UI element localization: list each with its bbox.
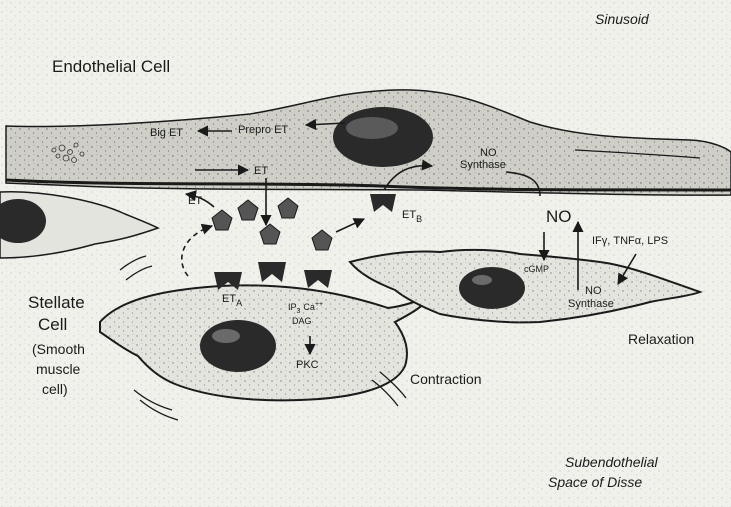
prepro-et-label: Prepro ET [238,124,288,136]
stellate-cell-label-line1: Stellate [28,293,85,312]
stellate-cell-label-line3: (Smooth [32,341,85,357]
no-synthase-endothelial-line2: Synthase [460,159,506,171]
stellate-nucleus [200,320,276,372]
no-synthase-stellate-line2: Synthase [568,298,614,310]
relaxation-nucleus [459,267,525,309]
contraction-label: Contraction [410,371,482,387]
stellate-cell-label-line4: muscle [36,361,81,377]
subendothelial-label-line1: Subendothelial [565,454,659,470]
sinusoid-label: Sinusoid [595,11,650,27]
big-et-label: Big ET [150,127,183,139]
cgmp-label: cGMP [524,264,549,274]
et-released-label: ET [188,195,202,207]
relaxation-label: Relaxation [628,331,694,347]
dag-label: DAG [292,316,312,326]
no-synthase-endothelial-line1: NO [480,147,497,159]
stellate-cell-label-line2: Cell [38,315,67,334]
endothelial-nucleus-highlight [346,117,398,139]
no-synthase-stellate-line1: NO [585,285,602,297]
stellate-nucleus-highlight [212,329,240,343]
relaxation-nucleus-highlight [472,275,492,285]
cytokines-label: IFγ, TNFα, LPS [592,235,668,247]
no-label: NO [546,207,572,226]
stellate-cell-label-line5: cell) [42,381,68,397]
endothelial-cell-label: Endothelial Cell [52,57,170,76]
pkc-label: PKC [296,359,319,371]
et-endothelial-label: ET [254,165,268,177]
subendothelial-label-line2: Space of Disse [548,474,642,490]
